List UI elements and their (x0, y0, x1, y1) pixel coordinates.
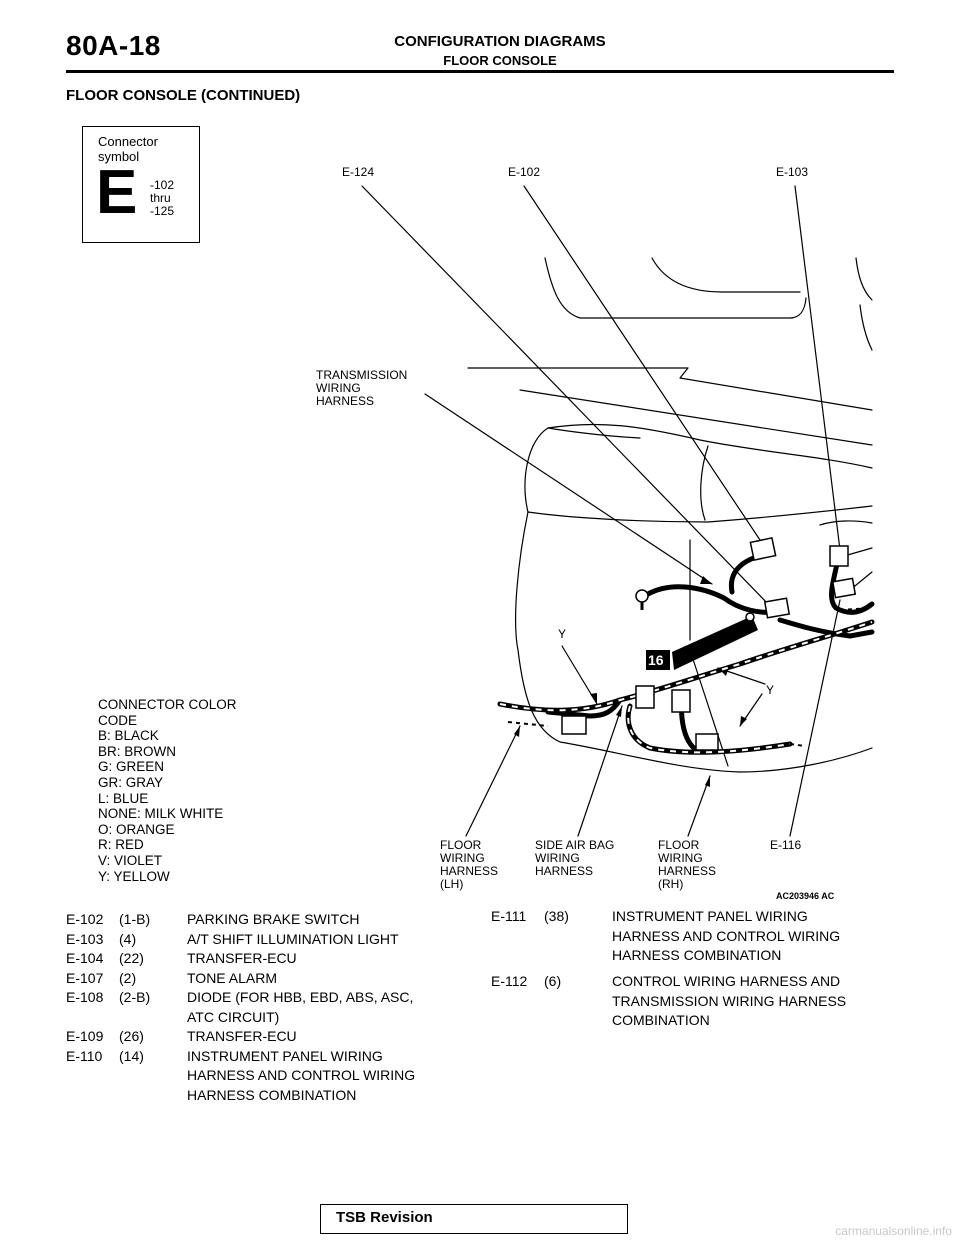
callout-e124: E-124 (342, 165, 375, 179)
section-title: FLOOR CONSOLE (CONTINUED) (66, 87, 301, 104)
page-number: 80A-18 (66, 30, 161, 61)
connector-symbol-label: Connector symbol (98, 134, 158, 164)
table-row: E-109(26) TRANSFER-ECU (66, 1028, 297, 1044)
callout-badge (646, 650, 670, 670)
side-air-bag-harness-label: SIDE AIR BAG WIRING HARNESS (535, 838, 615, 878)
connector-table-left: E-102(1-B) PARKING BRAKE SWITCH E-103(4)… (66, 910, 466, 1105)
floor-harness-lh-label: FLOOR WIRING HARNESS (LH) (440, 838, 499, 891)
connector-symbol-letter: E (96, 158, 138, 227)
table-row: E-104(22) TRANSFER-ECU (66, 950, 297, 966)
callout-y-right: Y (766, 683, 775, 697)
connector-symbol-range: -102 thru -125 (150, 178, 175, 218)
callout-e116: E-116 (770, 838, 802, 852)
tsb-revision-box: TSB Revision (320, 1204, 628, 1234)
connector-symbol-box (82, 126, 200, 243)
table-row: E-102(1-B) PARKING BRAKE SWITCH (66, 911, 360, 927)
callout-e102: E-102 (508, 165, 541, 179)
table-row: E-107(2) TONE ALARM (66, 969, 277, 986)
page-title: CONFIGURATION DIAGRAMS (394, 33, 606, 50)
figure-id: AC203946 AC (776, 891, 835, 901)
connector-color-legend: CONNECTOR COLOR CODE B: BLACK BR: BROWN … (98, 697, 237, 884)
table-row: E-103(4) A/T SHIFT ILLUMINATION LIGHT (66, 930, 399, 947)
page-subtitle: FLOOR CONSOLE (443, 53, 557, 68)
floor-harness-rh-label: FLOOR WIRING HARNESS (RH) (658, 838, 717, 891)
watermark: carmanualsonline.info (835, 1224, 952, 1238)
transmission-harness-label: TRANSMISSION WIRING HARNESS (316, 368, 408, 408)
callout-badge-label: 16 (648, 652, 664, 668)
table-row: E-108(2-B) DIODE (FOR HBB, EBD, ABS, ASC… (66, 989, 414, 1025)
header-rule (66, 70, 894, 73)
callout-y-left: Y (558, 627, 567, 641)
callout-e103: E-103 (776, 165, 809, 179)
